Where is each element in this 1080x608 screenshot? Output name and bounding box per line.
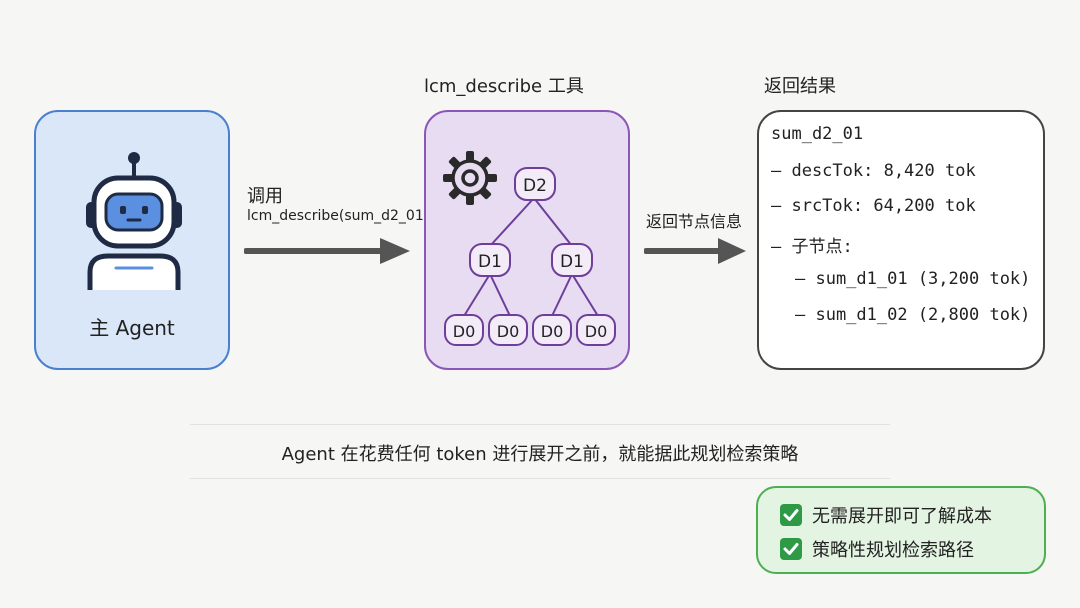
call-label: 调用 [247,186,283,207]
call-arrow [244,238,410,264]
divider-bottom [190,478,890,479]
tree-node-root: D2 [514,167,556,201]
result-children-header: — 子节点: [771,237,853,257]
tool-title: lcm_describe 工具 [424,76,584,97]
result-src-tok: — srcTok: 64,200 tok [771,196,976,216]
divider-top [190,424,890,425]
result-node-id: sum_d2_01 [771,124,864,144]
tree-node-d1-right: D1 [551,243,593,277]
benefits-box: 无需展开即可了解成本 策略性规划检索路径 [756,486,1046,574]
gear-icon [443,151,497,205]
svg-text:D0: D0 [585,322,608,341]
check-icon [780,504,802,526]
return-arrow [644,238,746,264]
benefit-item: 策略性规划检索路径 [780,536,974,562]
check-icon [780,538,802,560]
return-info-label: 返回节点信息 [646,212,743,231]
benefit-label: 无需展开即可了解成本 [812,506,992,527]
result-child-2: — sum_d1_02 (2,800 tok) [795,305,1031,325]
call-function-label: lcm_describe(sum_d2_01) [247,208,430,224]
tool-box: D2 D1 D1 D0 D0 D0 D0 [424,110,630,370]
benefit-item: 无需展开即可了解成本 [780,502,992,528]
result-title: 返回结果 [764,76,836,97]
svg-text:D0: D0 [497,322,520,341]
svg-text:D0: D0 [453,322,476,341]
tree-edges [463,197,599,317]
svg-text:D2: D2 [523,176,547,196]
main-agent-box: 主 Agent [34,110,230,370]
tree-node-d0-2: D0 [488,314,528,346]
svg-text:D1: D1 [560,252,584,272]
result-box: sum_d2_01 — descTok: 8,420 tok — srcTok:… [757,110,1045,370]
result-child-1: — sum_d1_01 (3,200 tok) [795,269,1031,289]
tree-node-d0-1: D0 [444,314,484,346]
tree-node-d1-left: D1 [469,243,511,277]
robot-icon [86,152,182,290]
bottom-note: Agent 在花费任何 token 进行展开之前，就能据此规划检索策略 [281,444,799,465]
svg-text:D0: D0 [541,322,564,341]
result-desc-tok: — descTok: 8,420 tok [771,161,976,181]
main-agent-label: 主 Agent [89,316,175,340]
tree-node-d0-4: D0 [576,314,616,346]
benefit-label: 策略性规划检索路径 [812,540,974,561]
svg-text:D1: D1 [478,252,502,272]
tree-node-d0-3: D0 [532,314,572,346]
